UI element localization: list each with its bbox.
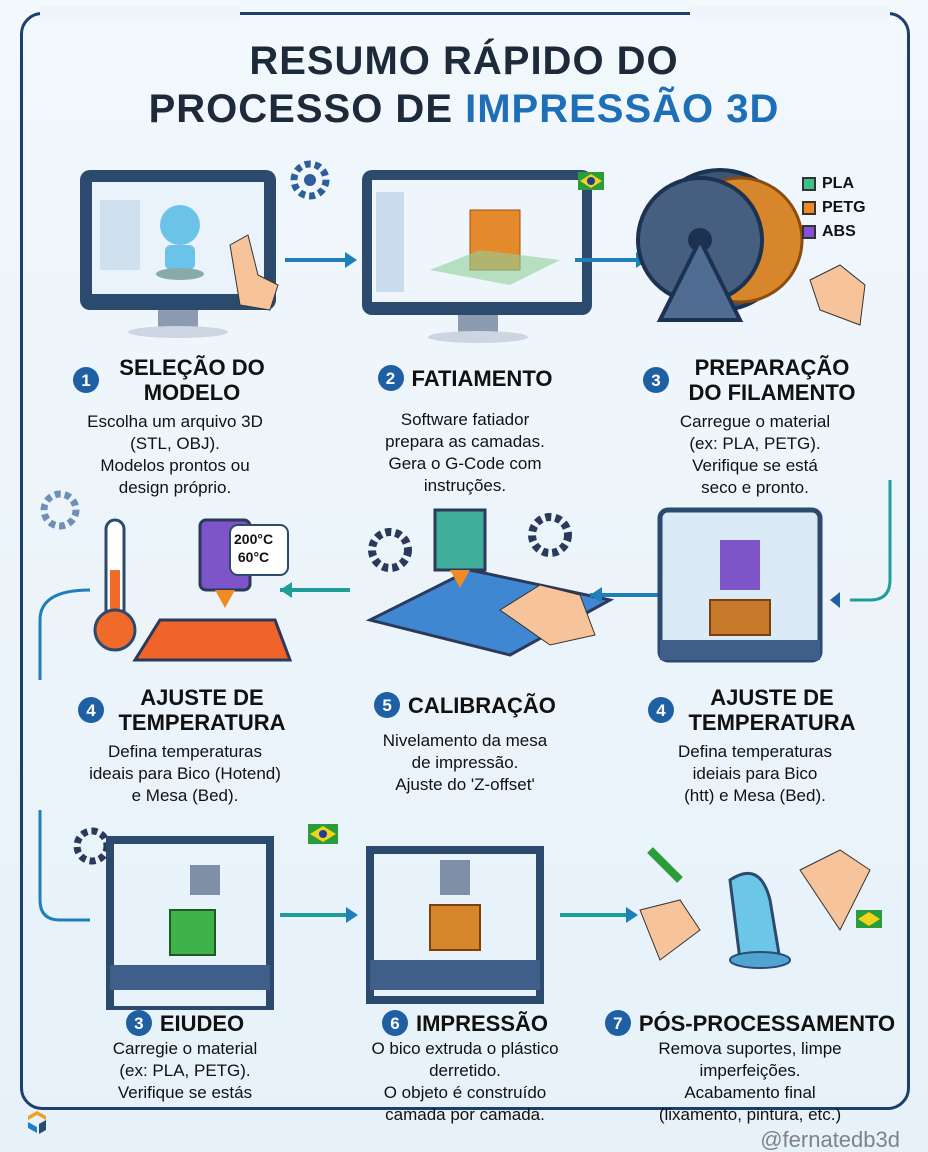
step-number-badge: 2 bbox=[377, 365, 404, 391]
step-title: PÓS-PROCESSAMENTO bbox=[638, 1010, 896, 1036]
step-number-badge: 3 bbox=[643, 367, 669, 393]
gear-icon bbox=[40, 490, 80, 530]
filament-legend: PLA PETG ABS bbox=[802, 172, 866, 244]
step-title: CALIBRAÇÃO bbox=[408, 692, 556, 718]
printer-printing-icon bbox=[366, 846, 544, 1004]
legend-item-pla: PLA bbox=[802, 172, 866, 196]
filament-spool-icon bbox=[636, 168, 866, 326]
step-3b: 3 EIUDEO Carregie o material(ex: PLA, PET… bbox=[50, 1010, 320, 1104]
step-number-badge: 5 bbox=[374, 692, 401, 718]
calibration-bed-icon bbox=[365, 508, 615, 657]
step-number-badge: 4 bbox=[78, 697, 104, 723]
step-number-badge: 6 bbox=[381, 1010, 408, 1036]
flow-arrow bbox=[38, 588, 91, 680]
legend-item-abs: ABS bbox=[802, 220, 866, 244]
gear-icon bbox=[368, 528, 412, 572]
row3-illustrations bbox=[38, 810, 882, 1010]
title-highlight: IMPRESSÃO 3D bbox=[465, 87, 780, 131]
legend-item-petg: PETG bbox=[802, 196, 866, 220]
step-description: Carregue o material(ex: PLA, PETG).Verif… bbox=[679, 412, 831, 497]
step-title: SELEÇÃO DO MODELO bbox=[119, 355, 265, 405]
step-title: AJUSTE DE TEMPERATURA bbox=[688, 685, 856, 735]
post-processing-icon bbox=[639, 847, 871, 969]
step-number-badge: 7 bbox=[604, 1010, 631, 1036]
gear-icon bbox=[528, 513, 572, 557]
title-line-2: PROCESSO DE IMPRESSÃO 3D bbox=[0, 86, 928, 132]
step-number-badge: 1 bbox=[73, 367, 99, 393]
computer-model-icon bbox=[80, 170, 279, 338]
row1-illustrations bbox=[80, 160, 866, 343]
step-title: IMPRESSÃO bbox=[415, 1010, 549, 1036]
infographic-frame bbox=[20, 12, 910, 1110]
gear-icon bbox=[290, 160, 330, 200]
printer-icon bbox=[657, 507, 823, 663]
flow-arrow bbox=[850, 480, 892, 602]
step-1: 1 SELEÇÃO DO MODELO Escolha um arquivo 3D… bbox=[40, 355, 310, 499]
step-title: PREPARAÇÃO DO FILAMENTO bbox=[688, 355, 856, 405]
slicer-monitor-icon bbox=[362, 170, 592, 343]
frame-gap bbox=[690, 6, 890, 20]
step-title: AJUSTE DE TEMPERATURA bbox=[118, 685, 286, 735]
step-4: 4 AJUSTE DE TEMPERATURA Defina temperatur… bbox=[50, 685, 320, 807]
title-prefix: PROCESSO DE bbox=[148, 87, 466, 131]
step-7: 7 PÓS-PROCESSAMENTO Remova suportes, limp… bbox=[600, 1010, 900, 1126]
hotend-heated-bed-icon bbox=[132, 518, 293, 662]
thermometer-icon bbox=[93, 518, 137, 652]
step-3: 3 PREPARAÇÃO DO FILAMENTO Carregue o mate… bbox=[620, 355, 890, 499]
gear-icon bbox=[73, 827, 111, 865]
step-4b: 4 AJUSTE DE TEMPERATURA Defina temperatur… bbox=[620, 685, 890, 807]
step-title: FATIAMENTO bbox=[411, 365, 553, 391]
step-description: Escolha um arquivo 3D(STL, OBJ).Modelos … bbox=[87, 412, 263, 497]
step-title: EIUDEO bbox=[159, 1010, 245, 1036]
title-line-1: RESUMO RÁPIDO DO bbox=[249, 39, 679, 83]
flow-arrow bbox=[38, 810, 90, 922]
step-number-badge: 3 bbox=[125, 1010, 152, 1036]
frame-gap bbox=[40, 6, 240, 20]
step-number-badge: 4 bbox=[648, 697, 674, 723]
logo-icon bbox=[28, 1111, 46, 1134]
step-description: Carregie o material(ex: PLA, PETG).Verif… bbox=[112, 1039, 258, 1102]
watermark: @fernatedb3d bbox=[760, 1127, 900, 1152]
printer-cube-icon bbox=[106, 836, 274, 1010]
row2-illustrations bbox=[38, 480, 892, 680]
